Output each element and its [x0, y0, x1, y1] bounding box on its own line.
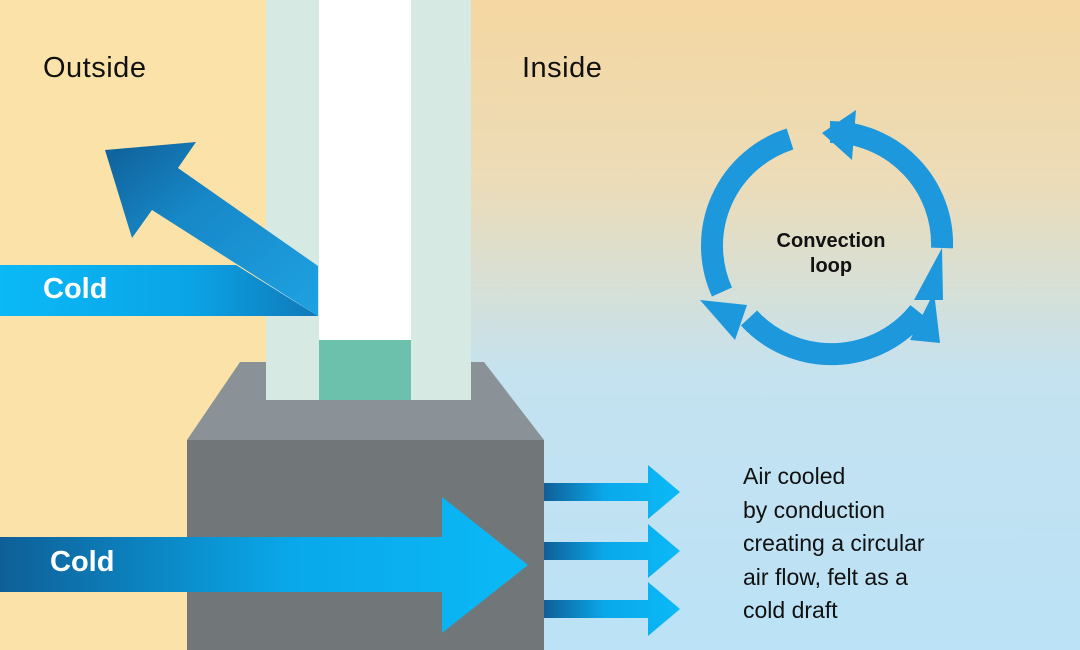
circular-arrows-icon — [701, 121, 954, 366]
inside-label: Inside — [522, 52, 603, 84]
description-line: by conduction — [743, 496, 885, 523]
glass-pane-inner — [411, 0, 471, 400]
circular-arrow-heads — [700, 110, 943, 343]
description-line: Air cooled — [743, 463, 846, 489]
draft-description: Air cooled by conduction creating a circ… — [743, 460, 925, 628]
lower-cold-arrow — [0, 497, 528, 633]
draft-arrow-2 — [544, 524, 680, 578]
lower-cold-label: Cold — [50, 546, 115, 578]
outside-label: Outside — [43, 52, 147, 84]
glass-pane-outer — [266, 0, 319, 400]
draft-arrow-1 — [544, 465, 680, 519]
description-line: creating a circular — [743, 530, 925, 556]
description-line: cold draft — [743, 597, 838, 623]
draft-arrow-3 — [544, 582, 680, 636]
frame-top — [187, 362, 544, 440]
description-line: air flow, felt as a — [743, 563, 908, 590]
convection-loop-label: Convection loop — [776, 230, 886, 277]
glass-air-gap — [319, 0, 411, 340]
upper-cold-arrow-bar — [0, 265, 318, 316]
upper-cold-label: Cold — [43, 273, 108, 305]
upper-cold-arrow-diagonal — [105, 142, 318, 316]
glass-spacer — [319, 340, 411, 400]
